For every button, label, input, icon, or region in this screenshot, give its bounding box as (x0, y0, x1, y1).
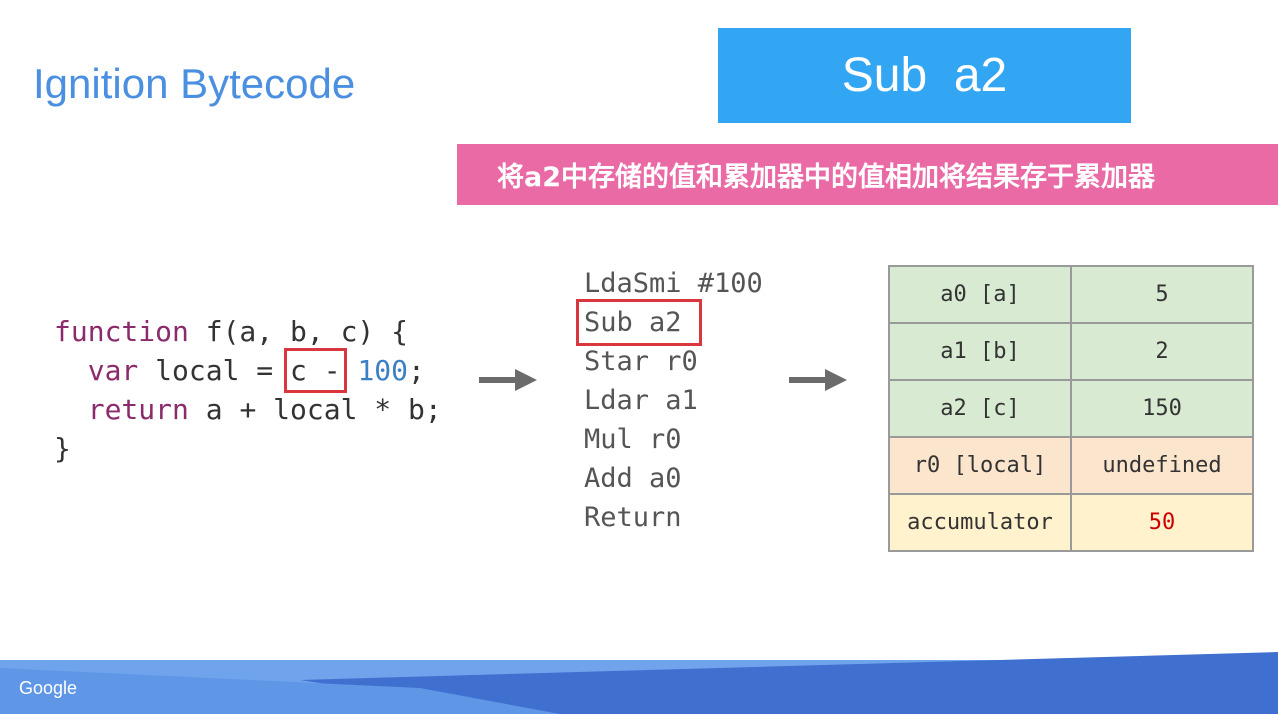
code-line-4: } (54, 432, 71, 465)
bytecode-instruction-current: Sub a2 (576, 299, 763, 346)
register-file-table: a0 [a] 5 a1 [b] 2 a2 [c] 150 r0 [local] … (888, 265, 1254, 552)
register-row: a1 [b] 2 (888, 322, 1254, 381)
current-instruction-text: Sub a2 (576, 299, 702, 346)
bytecode-instruction: Mul r0 (584, 424, 682, 455)
code-indent (54, 393, 88, 426)
register-row: r0 [local] undefined (888, 436, 1254, 495)
code-number: 100 (357, 354, 409, 387)
google-logo: Google (19, 678, 78, 698)
bytecode-listing: LdaSmi #100 Sub a2 Star r0 Ldar a1 Mul r… (576, 264, 763, 537)
source-code-block: function f(a, b, c) { var local = c - 10… (54, 312, 442, 468)
register-name: a2 [c] (888, 379, 1072, 438)
current-operation-box: Sub a2 (718, 28, 1131, 123)
highlighted-expression: c - (284, 348, 347, 393)
code-keyword: function (54, 315, 189, 348)
code-text: a + local * b; (188, 393, 442, 426)
operation-description-banner: 将a2中存储的值和累加器中的值相加将结果存于累加器 (457, 144, 1278, 205)
footer-wave-decoration (0, 652, 1278, 714)
register-row: a2 [c] 150 (888, 379, 1254, 438)
code-indent (54, 354, 88, 387)
code-text: f(a, b, c) { (188, 315, 409, 348)
bytecode-instruction: Ldar a1 (584, 385, 698, 416)
register-value: 150 (1070, 379, 1254, 438)
register-name: r0 [local] (888, 436, 1072, 495)
code-text: ; (408, 354, 425, 387)
register-name: a0 [a] (888, 265, 1072, 324)
bytecode-instruction: Add a0 (584, 463, 682, 494)
register-value: undefined (1070, 436, 1254, 495)
code-line-1: function f(a, b, c) { (54, 312, 442, 351)
code-text (341, 354, 358, 387)
bytecode-instruction: Return (584, 502, 682, 533)
bytecode-instruction: LdaSmi #100 (584, 268, 763, 299)
code-keyword: var (87, 354, 139, 387)
code-line-3: return a + local * b; (54, 390, 442, 429)
arrow-right-icon (479, 369, 537, 391)
register-value: 5 (1070, 265, 1254, 324)
code-keyword: return (87, 393, 189, 426)
accumulator-row: accumulator 50 (888, 493, 1254, 552)
bytecode-instruction: Star r0 (584, 346, 698, 377)
register-row: a0 [a] 5 (888, 265, 1254, 324)
code-text: local = (138, 354, 291, 387)
slide-title: Ignition Bytecode (33, 60, 356, 107)
code-line-2: var local = c - 100; (54, 348, 442, 393)
accumulator-value: 50 (1070, 493, 1254, 552)
register-value: 2 (1070, 322, 1254, 381)
arrow-right-icon (789, 369, 847, 391)
register-name: a1 [b] (888, 322, 1072, 381)
register-name: accumulator (888, 493, 1072, 552)
